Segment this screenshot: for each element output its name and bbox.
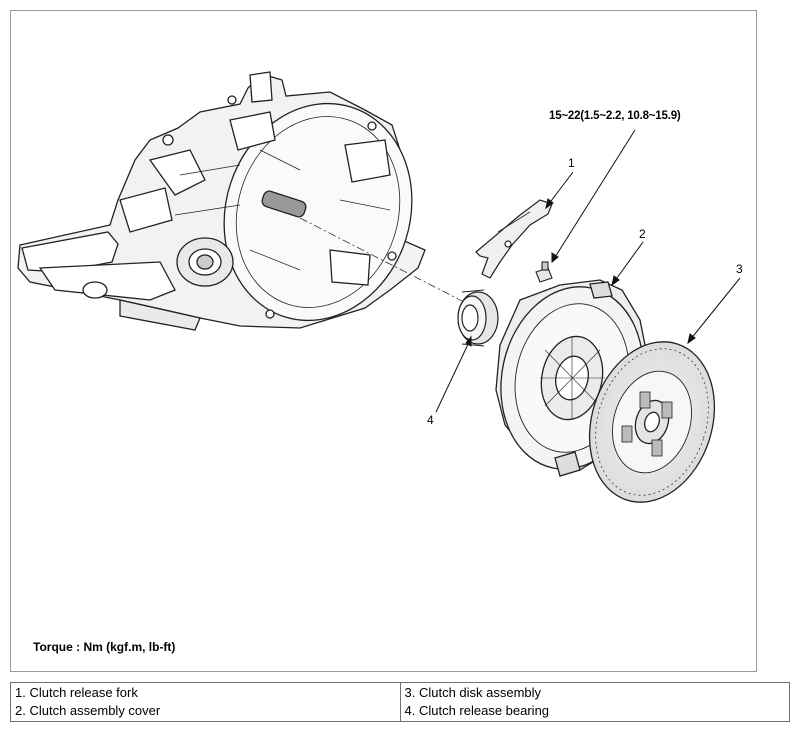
legend-item-assembly-cover: 2. Clutch assembly cover bbox=[15, 703, 161, 718]
callout-2: 2 bbox=[639, 227, 646, 241]
leader-lines bbox=[435, 129, 741, 413]
torque-spec-label: 15~22(1.5~2.2, 10.8~15.9) bbox=[549, 110, 681, 122]
callout-3: 3 bbox=[736, 262, 743, 276]
fork-bolt bbox=[535, 261, 553, 283]
legend-cell-left: 1. Clutch release fork 2. Clutch assembl… bbox=[10, 682, 401, 722]
legend-item-release-bearing: 4. Clutch release bearing bbox=[404, 703, 550, 718]
transaxle-housing bbox=[17, 71, 426, 331]
clutch-release-fork bbox=[475, 199, 553, 279]
torque-unit-note: Torque : Nm (kgf.m, lb-ft) bbox=[33, 640, 176, 654]
legend-row: 1. Clutch release fork 2. Clutch assembl… bbox=[10, 682, 790, 722]
clutch-disk-assembly bbox=[588, 341, 716, 503]
parts-legend-table: 1. Clutch release fork 2. Clutch assembl… bbox=[10, 682, 790, 722]
legend-item-disk-assembly: 3. Clutch disk assembly bbox=[404, 685, 542, 700]
legend-item-release-fork: 1. Clutch release fork bbox=[15, 685, 138, 700]
clutch-release-bearing bbox=[457, 289, 499, 347]
legend-cell-right: 3. Clutch disk assembly 4. Clutch releas… bbox=[399, 682, 790, 722]
callout-4: 4 bbox=[427, 413, 434, 427]
callout-1: 1 bbox=[568, 156, 575, 170]
